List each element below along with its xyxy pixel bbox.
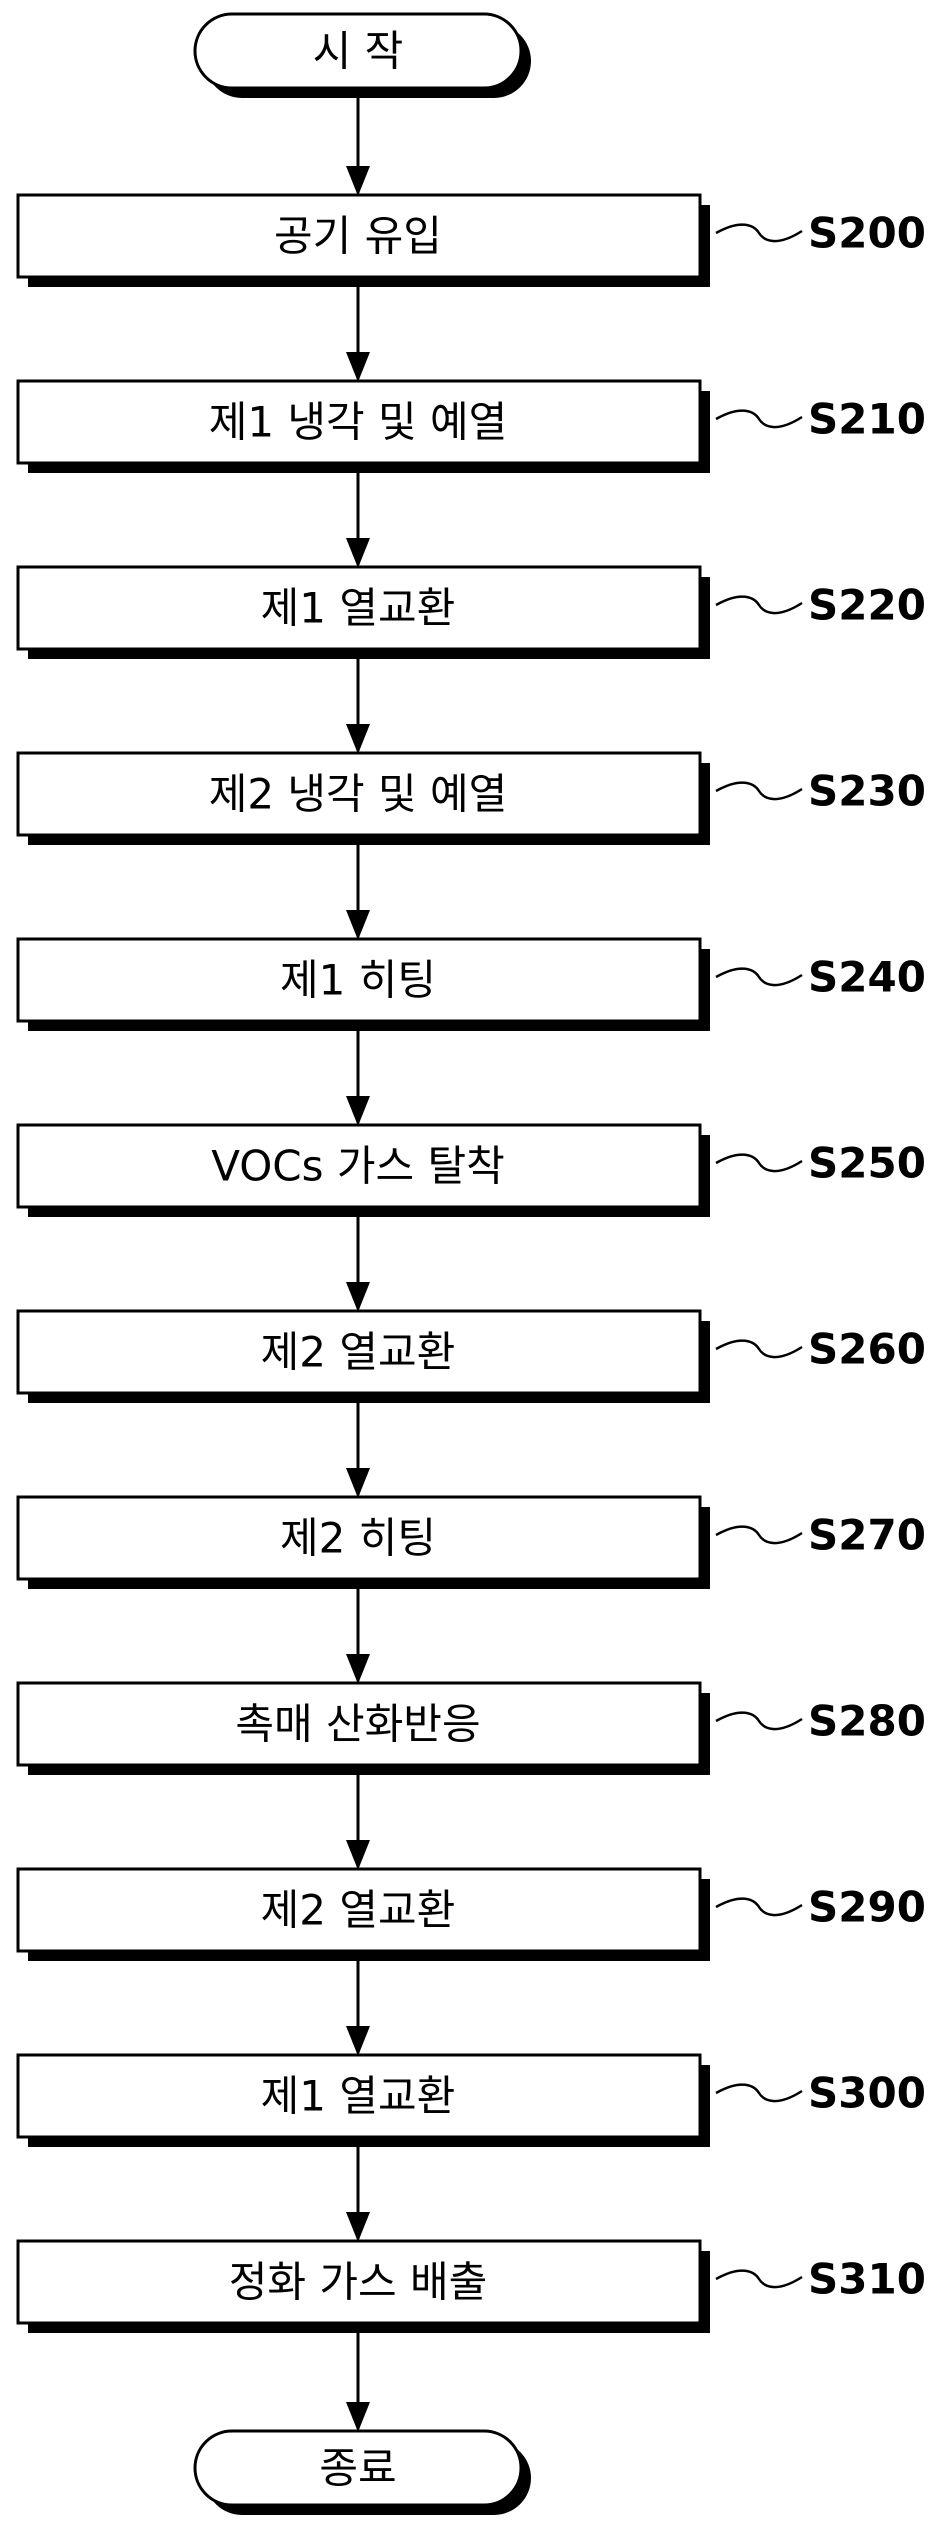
- step-id-label: S270: [808, 1511, 926, 1560]
- end-terminator: 종료: [195, 2431, 531, 2515]
- step-id-label: S200: [808, 209, 926, 258]
- step-label: 공기 유입: [274, 212, 442, 261]
- step-id-label: S310: [808, 2255, 926, 2304]
- step-id-label: S210: [808, 395, 926, 444]
- step-label: 제1 열교환: [261, 584, 456, 633]
- process-step: 제2 열교환 S260: [18, 1311, 926, 1403]
- step-leader-line: [716, 969, 802, 985]
- step-label: 제2 히팅: [280, 1514, 436, 1563]
- step-id-label: S300: [808, 2069, 926, 2118]
- step-leader-line: [716, 1527, 802, 1543]
- process-step: 제2 냉각 및 예열 S230: [18, 753, 926, 845]
- step-leader-line: [716, 597, 802, 613]
- step-label: 제1 열교환: [261, 2072, 456, 2121]
- step-id-label: S260: [808, 1325, 926, 1374]
- step-leader-line: [716, 225, 802, 241]
- step-label: 촉매 산화반응: [235, 1700, 480, 1749]
- step-leader-line: [716, 2085, 802, 2101]
- step-label: 제1 히팅: [280, 956, 436, 1005]
- start-terminator: 시 작: [195, 14, 531, 98]
- step-label: 제2 냉각 및 예열: [209, 770, 508, 819]
- process-step: 제2 히팅 S270: [18, 1497, 926, 1589]
- step-leader-line: [716, 783, 802, 799]
- step-id-label: S290: [808, 1883, 926, 1932]
- step-leader-line: [716, 1899, 802, 1915]
- process-step: 공기 유입 S200: [18, 195, 926, 287]
- process-step: 촉매 산화반응 S280: [18, 1683, 926, 1775]
- process-step: 제2 열교환 S290: [18, 1869, 926, 1961]
- step-label: VOCs 가스 탈착: [211, 1142, 505, 1191]
- process-step: 제1 냉각 및 예열 S210: [18, 381, 926, 473]
- step-id-label: S280: [808, 1697, 926, 1746]
- step-id-label: S220: [808, 581, 926, 630]
- step-label: 제2 열교환: [261, 1328, 456, 1377]
- step-leader-line: [716, 411, 802, 427]
- step-leader-line: [716, 1713, 802, 1729]
- process-step: 제1 열교환 S300: [18, 2055, 926, 2147]
- process-step: VOCs 가스 탈착 S250: [18, 1125, 926, 1217]
- process-step: 제1 히팅 S240: [18, 939, 926, 1031]
- process-step: 정화 가스 배출 S310: [18, 2241, 926, 2333]
- step-id-label: S240: [808, 953, 926, 1002]
- step-label: 정화 가스 배출: [229, 2258, 488, 2307]
- step-leader-line: [716, 1341, 802, 1357]
- process-step: 제1 열교환 S220: [18, 567, 926, 659]
- step-leader-line: [716, 2271, 802, 2287]
- step-label: 제2 열교환: [261, 1886, 456, 1935]
- step-leader-line: [716, 1155, 802, 1171]
- end-label: 종료: [319, 2444, 396, 2493]
- step-id-label: S230: [808, 767, 926, 816]
- step-label: 제1 냉각 및 예열: [209, 398, 508, 447]
- start-label: 시 작: [313, 27, 404, 76]
- step-id-label: S250: [808, 1139, 926, 1188]
